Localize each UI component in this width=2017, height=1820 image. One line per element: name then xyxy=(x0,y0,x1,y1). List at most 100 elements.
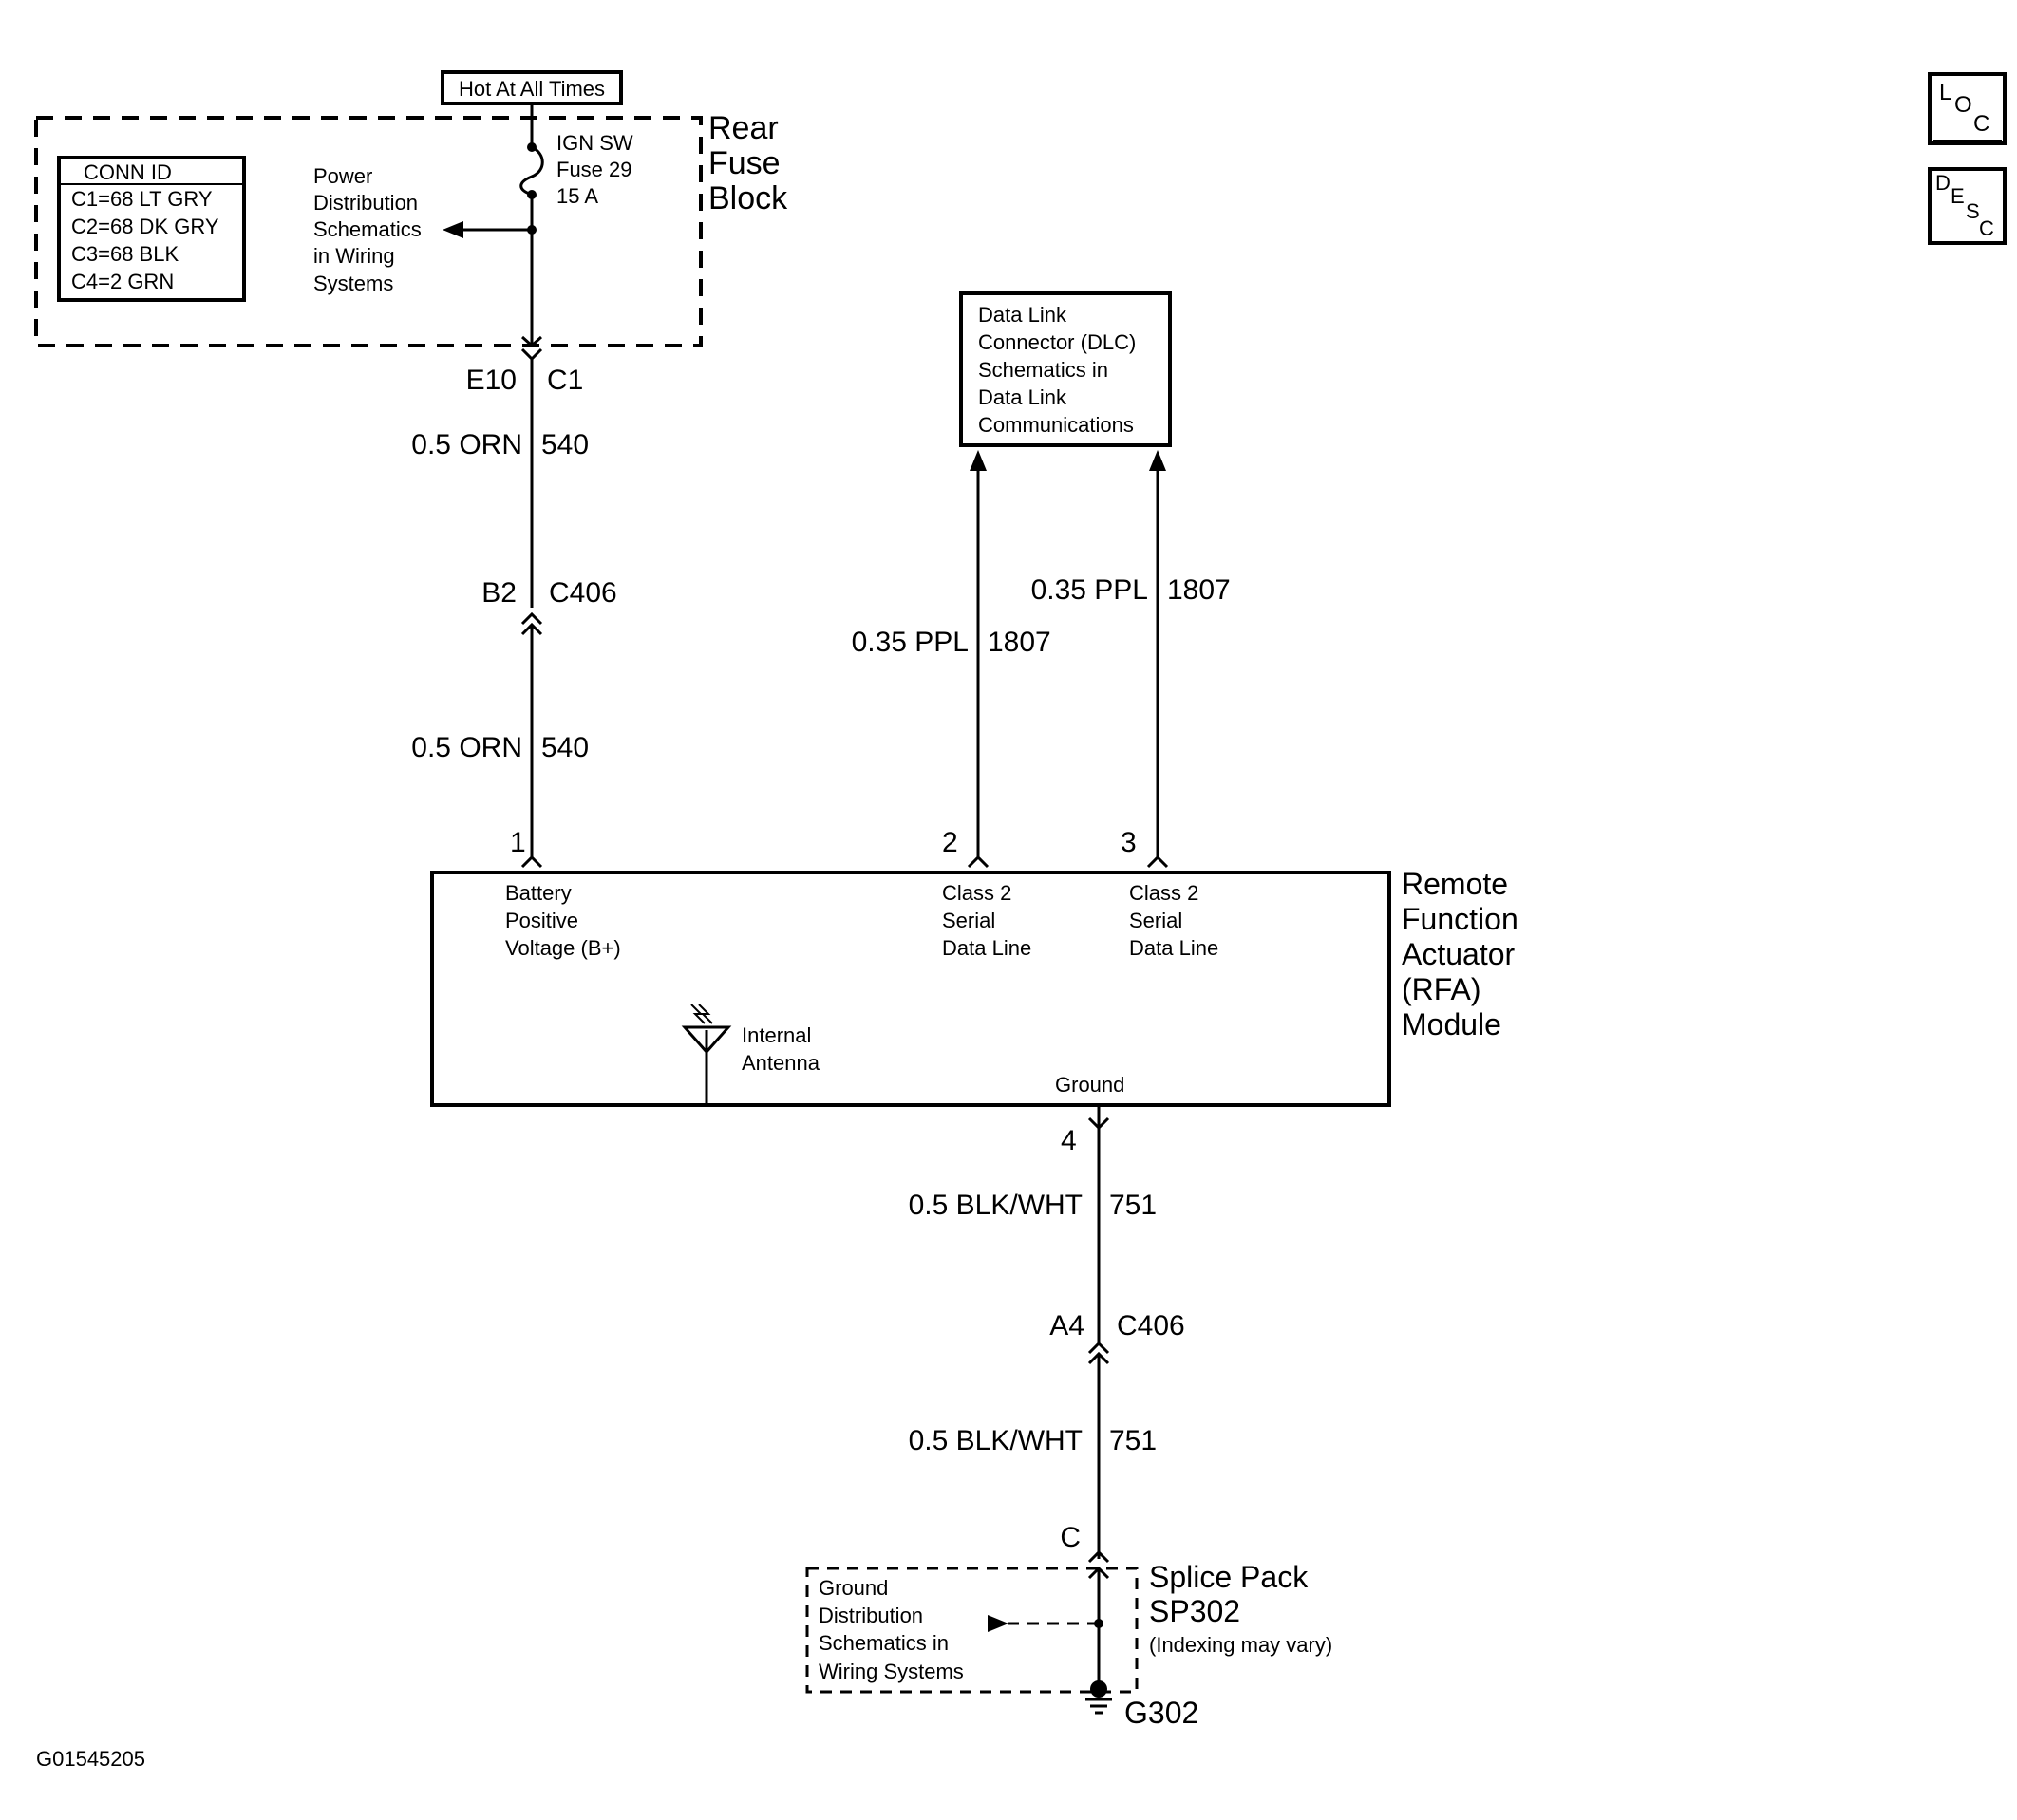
svg-text:Distribution: Distribution xyxy=(819,1604,923,1627)
svg-text:Battery: Battery xyxy=(505,881,572,905)
svg-text:Fuse: Fuse xyxy=(708,145,781,181)
svg-text:Fuse 29: Fuse 29 xyxy=(556,158,632,181)
svg-text:Actuator: Actuator xyxy=(1402,937,1516,971)
wire-540-upper-circuit: 540 xyxy=(541,429,589,460)
svg-text:Wiring Systems: Wiring Systems xyxy=(819,1660,964,1683)
rfa-module-name: Remote Function Actuator (RFA) Module xyxy=(1402,867,1518,1041)
svg-text:Connector (DLC): Connector (DLC) xyxy=(978,330,1136,354)
svg-text:Rear: Rear xyxy=(708,110,779,146)
svg-text:Schematics in: Schematics in xyxy=(978,358,1108,382)
conn-id-row: C4=2 GRN xyxy=(71,270,174,293)
svg-text:Schematics: Schematics xyxy=(313,217,422,241)
svg-text:Ground: Ground xyxy=(819,1576,888,1600)
connector-b2-label: B2 xyxy=(481,577,517,609)
svg-text:Communications: Communications xyxy=(978,413,1134,437)
wire-540-lower-circuit: 540 xyxy=(541,732,589,763)
power-distribution-label: Power Distribution Schematics in Wiring … xyxy=(313,164,422,295)
connector-e10-c1-female xyxy=(520,335,543,348)
svg-text:Distribution: Distribution xyxy=(313,191,418,215)
svg-text:(RFA): (RFA) xyxy=(1402,972,1481,1006)
ground-g302-label: G302 xyxy=(1124,1696,1198,1730)
svg-text:Block: Block xyxy=(708,180,788,216)
svg-text:15 A: 15 A xyxy=(556,184,598,208)
desc-icon[interactable]: D E S C xyxy=(1928,167,2007,245)
svg-text:Power: Power xyxy=(313,164,372,188)
internal-antenna-label: Internal Antenna xyxy=(742,1023,820,1075)
svg-text:in Wiring: in Wiring xyxy=(313,244,395,268)
svg-text:Serial: Serial xyxy=(942,909,995,932)
dlc-box-label: Data Link Connector (DLC) Schematics in … xyxy=(978,303,1136,437)
wire-751-lower-gauge: 0.5 BLK/WHT xyxy=(909,1425,1083,1456)
loc-icon-letter: O xyxy=(1954,92,1972,118)
svg-text:Data Link: Data Link xyxy=(978,385,1067,409)
svg-text:Module: Module xyxy=(1402,1007,1501,1041)
connector-c1-label: C1 xyxy=(547,365,583,396)
splice-pack-outline xyxy=(805,1567,1139,1694)
wire-540-upper-gauge: 0.5 ORN xyxy=(411,429,522,460)
desc-icon-letter: C xyxy=(1979,216,1994,240)
connector-c406-bottom-label: C406 xyxy=(1117,1310,1185,1342)
ground-distribution-label: Ground Distribution Schematics in Wiring… xyxy=(819,1576,964,1683)
svg-text:Splice Pack: Splice Pack xyxy=(1149,1560,1309,1594)
wire-1807-left-circuit: 1807 xyxy=(988,627,1051,658)
power-distribution-arrow-head xyxy=(443,221,463,238)
svg-text:SP302: SP302 xyxy=(1149,1594,1240,1628)
svg-text:Positive: Positive xyxy=(505,909,578,932)
svg-text:Systems: Systems xyxy=(313,272,393,295)
pin-3-label: Class 2 Serial Data Line xyxy=(1129,881,1218,960)
connector-c-terminal xyxy=(1087,1549,1110,1564)
loc-icon[interactable]: L O C xyxy=(1928,72,2007,145)
desc-icon-letter: E xyxy=(1951,184,1965,208)
wire-540-lower-gauge: 0.5 ORN xyxy=(411,732,522,763)
conn-id-row: C2=68 DK GRY xyxy=(71,215,219,238)
figure-id: G01545205 xyxy=(36,1747,145,1771)
rfa-module-box xyxy=(430,871,1391,1107)
pin-2-number: 2 xyxy=(942,827,958,858)
rear-fuse-block-label: Rear Fuse Block xyxy=(708,110,788,216)
splice-pack-label: Splice Pack SP302 (Indexing may vary) xyxy=(1149,1560,1332,1657)
desc-icon-letter: D xyxy=(1935,171,1951,195)
connector-a4-label: A4 xyxy=(1049,1310,1084,1342)
pin-4-number: 4 xyxy=(1061,1125,1077,1156)
wire-751-upper-circuit: 751 xyxy=(1109,1190,1157,1221)
wire-1807-right-gauge: 0.35 PPL xyxy=(1031,574,1148,606)
desc-icon-letter: S xyxy=(1966,199,1980,223)
svg-text:Data Link: Data Link xyxy=(978,303,1067,327)
conn-id-row: C3=68 BLK xyxy=(71,242,179,266)
svg-text:Schematics in: Schematics in xyxy=(819,1631,949,1655)
ground-distribution-arrow xyxy=(988,1615,1008,1632)
svg-text:Serial: Serial xyxy=(1129,909,1182,932)
connector-e10-label: E10 xyxy=(466,365,517,396)
connector-e10-c1-male xyxy=(520,347,543,362)
pin-2-terminal xyxy=(967,854,990,869)
pin-3-number: 3 xyxy=(1121,827,1137,858)
svg-text:Internal: Internal xyxy=(742,1023,811,1047)
wire-1807-left-arrow xyxy=(970,450,987,471)
conn-id-table: CONN ID C1=68 LT GRY C2=68 DK GRY C3=68 … xyxy=(57,156,246,302)
pin-3-terminal xyxy=(1146,854,1169,869)
conn-id-header: CONN ID xyxy=(84,160,172,184)
svg-text:(Indexing may vary): (Indexing may vary) xyxy=(1149,1633,1332,1657)
pin-1-label: Battery Positive Voltage (B+) xyxy=(505,881,621,960)
svg-text:Antenna: Antenna xyxy=(742,1051,820,1075)
pin-1-terminal xyxy=(520,854,543,869)
conn-id-row: C1=68 LT GRY xyxy=(71,187,213,211)
wire-751-lower-circuit: 751 xyxy=(1109,1425,1157,1456)
fuse-symbol xyxy=(519,145,544,197)
connector-c406-top-symbol-1 xyxy=(520,611,543,626)
dlc-box xyxy=(959,291,1172,447)
wire-1807-left-gauge: 0.35 PPL xyxy=(852,627,969,658)
loc-icon-letter: C xyxy=(1973,111,1989,137)
wire-1807-right-circuit: 1807 xyxy=(1167,574,1231,606)
fuse-label: IGN SW Fuse 29 15 A xyxy=(556,131,633,208)
svg-text:Voltage (B+): Voltage (B+) xyxy=(505,936,621,960)
svg-text:Class 2: Class 2 xyxy=(942,881,1011,905)
pin-2-label: Class 2 Serial Data Line xyxy=(942,881,1031,960)
svg-text:Data Line: Data Line xyxy=(1129,936,1218,960)
rear-fuse-block-outline xyxy=(34,116,703,347)
connector-c406-top-label: C406 xyxy=(549,577,617,609)
internal-antenna-icon xyxy=(681,1004,732,1105)
connector-c406-bottom-symbol-1 xyxy=(1087,1341,1110,1355)
connector-c-label: C xyxy=(1060,1522,1081,1553)
